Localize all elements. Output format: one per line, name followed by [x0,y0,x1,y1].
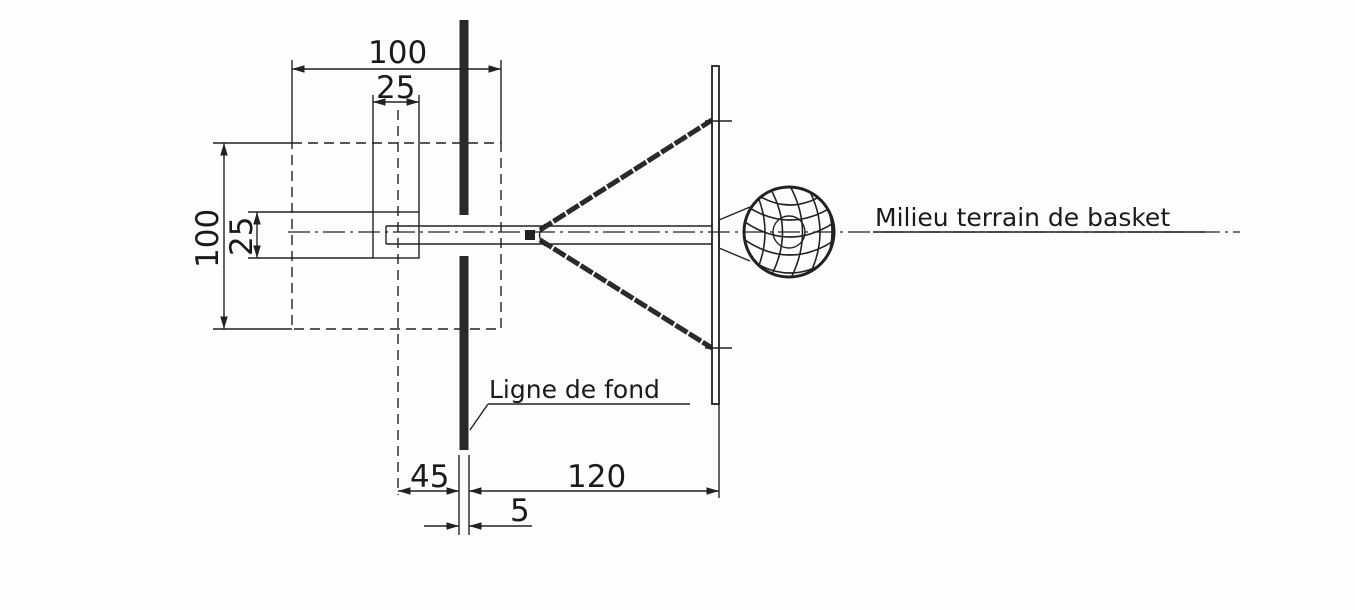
dim-left-outer: 100 [190,209,226,268]
dim-bottom-45: 45 [410,459,449,495]
dim-top-inner: 25 [376,70,415,106]
rim-bracket [718,206,751,262]
centerline-label: Milieu terrain de basket [875,203,1170,232]
brace-apex [538,223,546,247]
dim-top-outer: 100 [368,35,427,71]
backboard [711,65,720,405]
arm-joint [525,230,535,240]
post-square [372,211,420,259]
foundation-outline [291,142,502,330]
dim-left-inner: 25 [224,217,260,256]
baseline-label: Ligne de fond [489,375,660,404]
brace-lower [538,237,714,351]
dim-bottom-5: 5 [510,493,530,529]
baseline-leader [469,403,489,431]
dim-bottom-120: 120 [567,459,626,495]
brace-upper [538,117,714,233]
